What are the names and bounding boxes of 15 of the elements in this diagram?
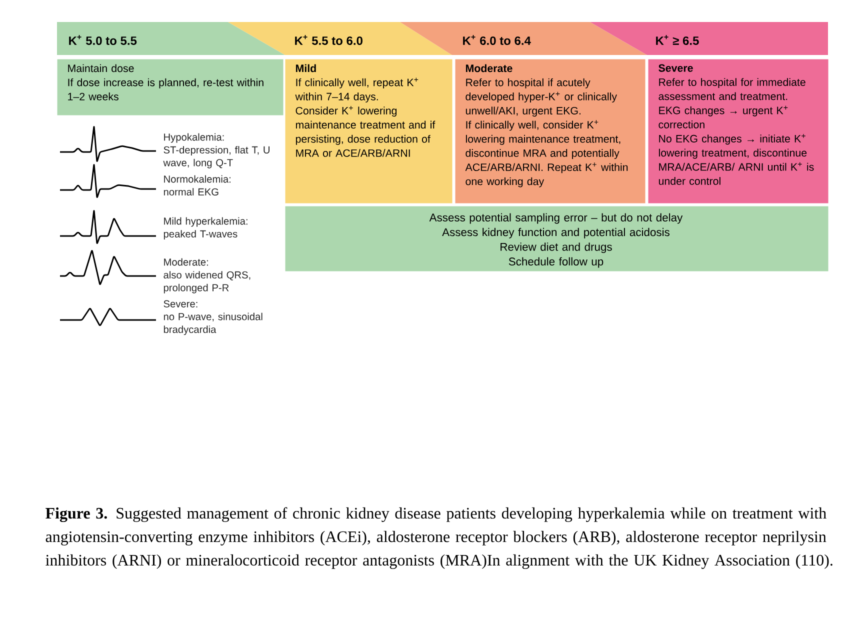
ekg-label: Normokalemia: normal EKG: [164, 175, 230, 196]
ekg-label: Severe: no P-wave, sinusoidal bradycardia: [164, 300, 262, 336]
ekg-label: Mild hyperkalemia: peaked T-waves: [164, 217, 248, 240]
advice-box: Severe Refer to hospital for immediate assessment and treatment. EKG changes → urgent K$^{+}$ correction No EKG changes → initiate K$^{+}$ lowering treatment, discontinue MRA/ACE/ARB/ ARNI until K$^{+}$ is under control: [648, 59, 828, 204]
advice-box: Maintain dose If dose increase is planned, re-test within 1–2 weeks: [57, 59, 284, 116]
level-header: K$^{+}$ ≥ 6.5: [590, 22, 828, 55]
level-header: K$^{+}$ 5.0 to 5.5: [57, 22, 285, 55]
caption: Figure 3. Suggested management of chronic kidney disease patients developing hyperkalemia while on treatment with angiotensin-converting enzyme inhibitors (ACEi), aldosterone receptor blockers (ARB), aldosterone receptor neprilysin inhibitors (ARNI) or mineralocorticoid receptor antagonists (MRA)In alignment with the UK Kidney Association (110).: [46, 507, 832, 569]
level-header: K$^{+}$ 5.5 to 6.0: [228, 22, 452, 55]
level-header: K$^{+}$ 6.0 to 6.4: [400, 22, 647, 55]
advice-box: Assess potential sampling error – but do not delay Assess kidney function and potential acidosis Review diet and drugs Schedule follow up: [285, 206, 828, 272]
advice-box: Moderate Refer to hospital if acutely developed hyper-K$^{+}$ or clinically unwell/AKI, urgent EKG. If clinically well, consider K$^{+}$ lowering maintenance treatment, discontinue MRA and potentially ACE/ARB/ARNI. Repeat K$^{+}$ within one working day: [455, 59, 646, 204]
ekg-label: Moderate: also widened QRS, prolonged P-R: [164, 258, 250, 294]
advice-box: Mild If clinically well, repeat K$^{+}$ within 7–14 days. Consider K$^{+}$ lowering maintenance treatment and if persisting, dose reduction of MRA or ACE/ARB/ARNI: [285, 59, 452, 204]
ekg-label: Hypokalemia: ST-depression, flat T, U wave, long Q-T: [163, 133, 270, 168]
